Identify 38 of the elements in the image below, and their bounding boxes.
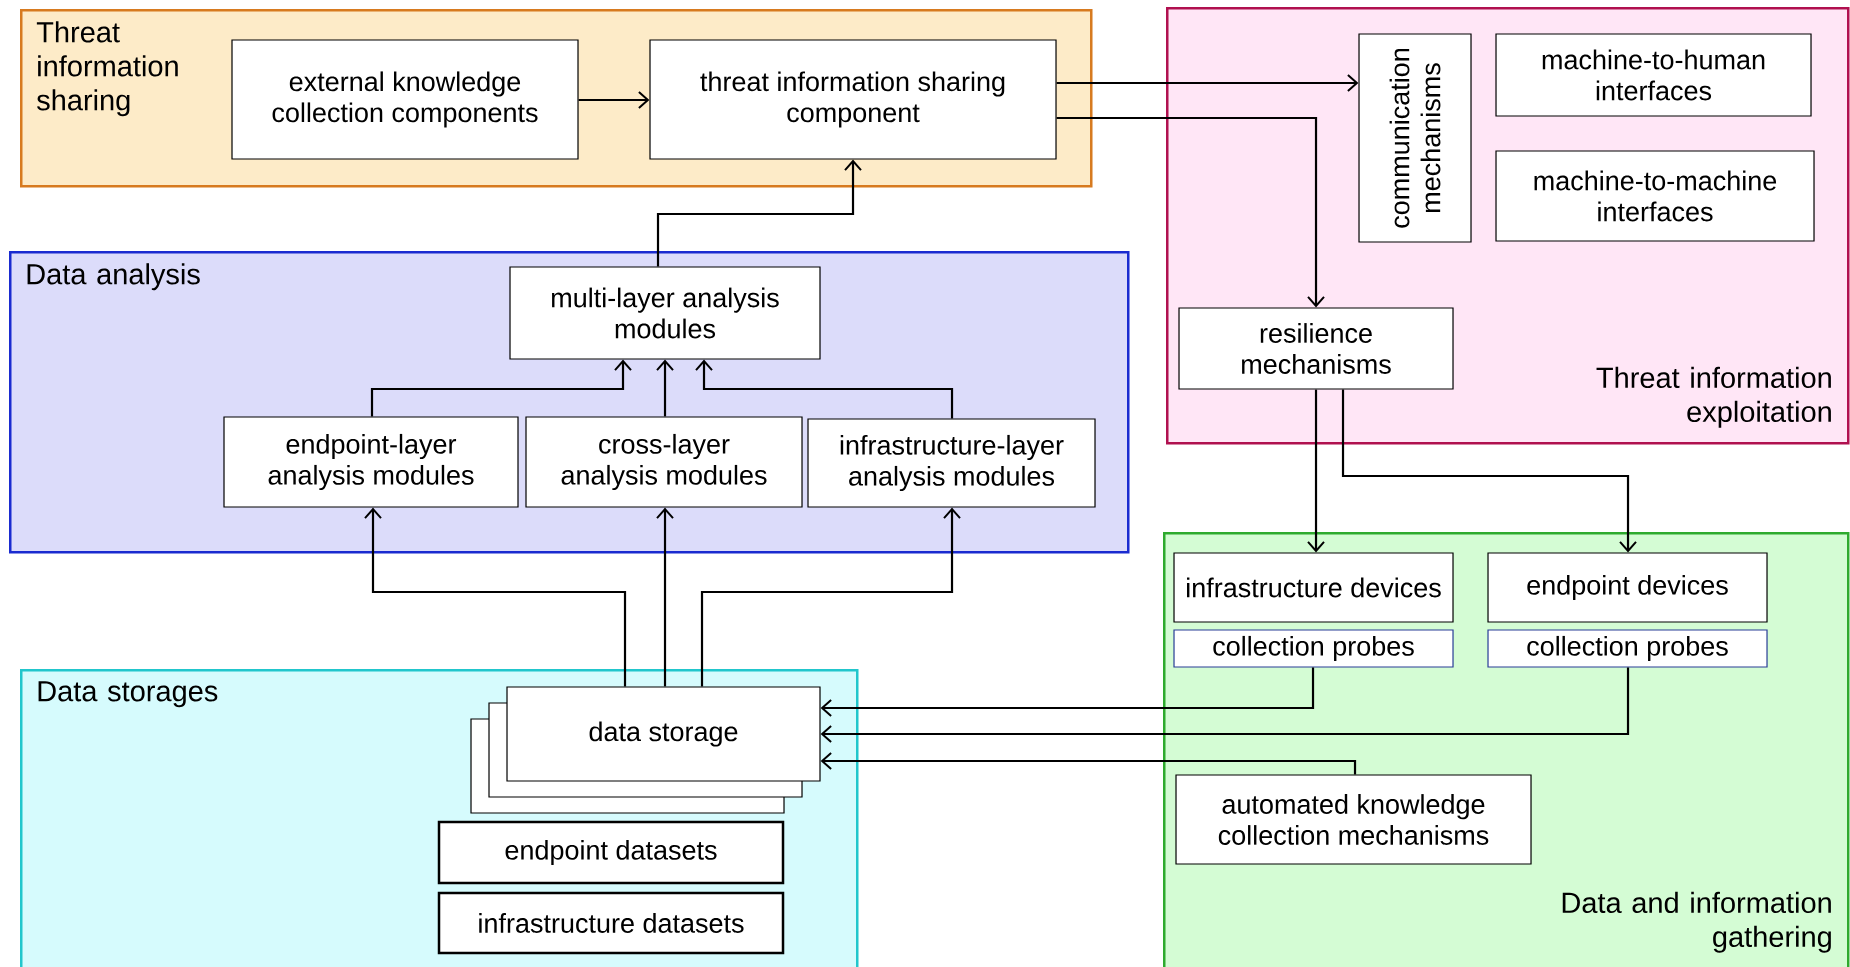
process-box: automated knowledge collection mechanisms bbox=[1175, 774, 1532, 865]
process-box: machine-to-human interfaces bbox=[1495, 33, 1812, 117]
process-box: machine-to-machine interfaces bbox=[1495, 150, 1815, 242]
probe-box: collection probes bbox=[1487, 629, 1768, 668]
arrow bbox=[656, 159, 862, 267]
process-box: communication mechanisms bbox=[1358, 33, 1472, 243]
arrow bbox=[695, 359, 954, 419]
panel-title: Data analysis bbox=[27, 263, 200, 291]
process-box: external knowledge collection components bbox=[231, 39, 579, 160]
arrow bbox=[1307, 389, 1325, 553]
arrow bbox=[820, 667, 1630, 743]
storage-stack: data storage bbox=[470, 686, 821, 814]
process-box: endpoint-layer analysis modules bbox=[223, 416, 519, 508]
process-box: multi-layer analysis modules bbox=[509, 266, 821, 360]
dataset-box: infrastructure datasets bbox=[437, 891, 785, 955]
arrow bbox=[1056, 116, 1325, 308]
probe-box: collection probes bbox=[1173, 629, 1454, 668]
arrow bbox=[700, 507, 961, 687]
arrow bbox=[364, 507, 627, 687]
panel-title: Data storages bbox=[38, 681, 218, 708]
process-box: resilience mechanisms bbox=[1178, 307, 1454, 390]
process-box: endpoint devices bbox=[1487, 552, 1768, 623]
arrow bbox=[1056, 74, 1359, 92]
dataset-box: endpoint datasets bbox=[437, 820, 785, 885]
process-box: threat information sharing component bbox=[649, 39, 1057, 160]
arrow bbox=[656, 507, 674, 687]
arrow bbox=[820, 667, 1315, 717]
arrow bbox=[820, 752, 1357, 775]
arrow bbox=[578, 91, 650, 109]
process-box: infrastructure devices bbox=[1173, 552, 1454, 623]
panel-title: Threat information sharing bbox=[36, 21, 178, 117]
arrow bbox=[370, 359, 632, 417]
panel-title: Threat information exploitation bbox=[1596, 366, 1831, 428]
arrow bbox=[656, 359, 674, 417]
arrow bbox=[1341, 389, 1637, 553]
process-box: infrastructure-layer analysis modules bbox=[807, 418, 1096, 508]
panel-title: Data and information gathering bbox=[1562, 891, 1831, 953]
process-box: cross-layer analysis modules bbox=[525, 416, 803, 508]
